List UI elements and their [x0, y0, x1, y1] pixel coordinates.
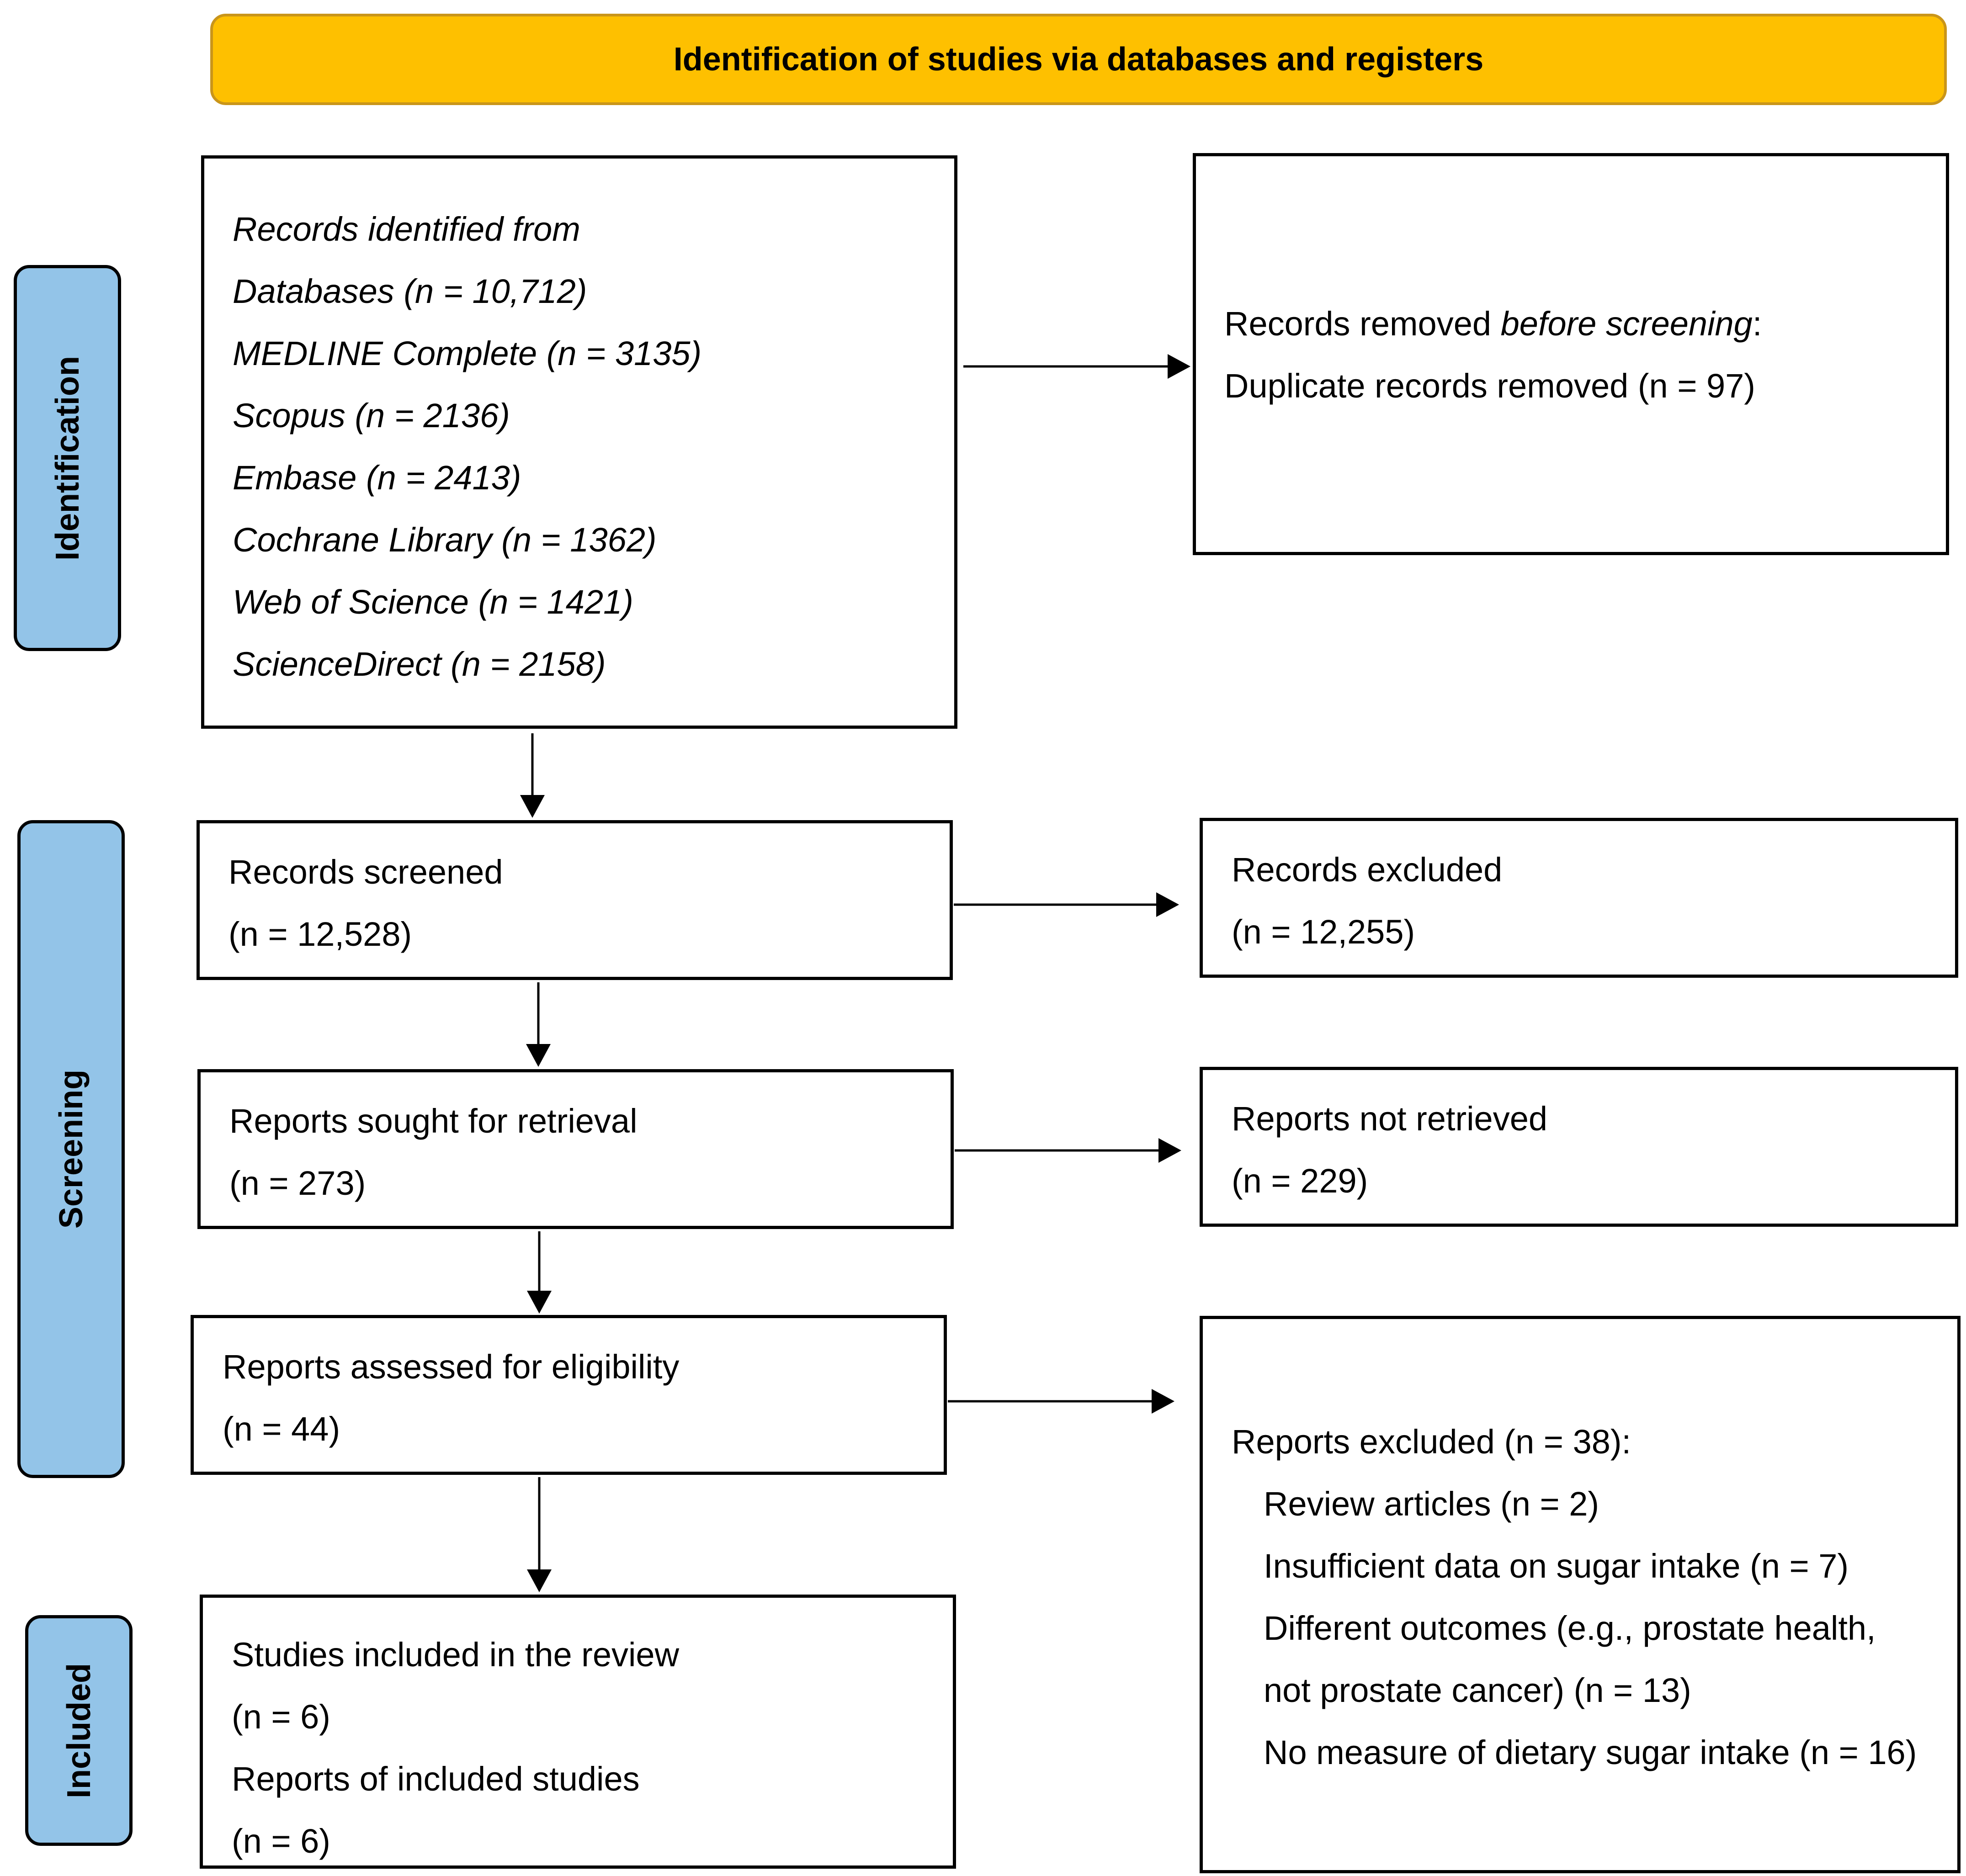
- exclusion-reason: Review articles (n = 2): [1264, 1485, 1599, 1523]
- records-screened-label: Records screened: [228, 853, 503, 891]
- reports-sought-box: Reports sought for retrieval (n = 273): [197, 1069, 954, 1229]
- exclusion-reason: No measure of dietary sugar intake (n = …: [1264, 1733, 1917, 1771]
- studies-included-box: Studies included in the review (n = 6) R…: [200, 1595, 956, 1869]
- records-screened-box: Records screened (n = 12,528): [197, 820, 953, 980]
- reports-assessed-label: Reports assessed for eligibility: [223, 1348, 680, 1386]
- studies-included-label: Studies included in the review: [232, 1636, 680, 1674]
- records-identified-line: MEDLINE Complete (n = 3135): [233, 334, 702, 372]
- records-removed-emphasis: before screening: [1500, 305, 1753, 343]
- records-identified-line: Databases (n = 10,712): [233, 272, 587, 310]
- records-identified-line: Embase (n = 2413): [233, 459, 521, 497]
- reports-not-retrieved-count: (n = 229): [1232, 1162, 1368, 1200]
- records-identified-box: Records identified from Databases (n = 1…: [201, 155, 957, 729]
- arrowhead-down: [520, 795, 545, 818]
- identification-banner: Identification of studies via databases …: [210, 14, 1947, 105]
- phase-screening: Screening: [17, 820, 125, 1478]
- records-identified-line: Scopus (n = 2136): [233, 397, 510, 435]
- reports-assessed-box: Reports assessed for eligibility (n = 44…: [191, 1315, 947, 1475]
- phase-included: Included: [25, 1615, 133, 1846]
- arrowhead-down: [526, 1044, 551, 1067]
- exclusion-reason: Different outcomes (e.g., prostate healt…: [1264, 1609, 1876, 1647]
- reports-not-retrieved-label: Reports not retrieved: [1232, 1100, 1548, 1138]
- reports-excluded-heading: Reports excluded (n = 38):: [1232, 1423, 1631, 1461]
- records-screened-count: (n = 12,528): [228, 915, 412, 953]
- reports-included-count: (n = 6): [232, 1822, 330, 1860]
- arrowhead-down: [527, 1291, 552, 1314]
- records-identified-heading: Records identified from: [233, 210, 580, 248]
- records-removed-box: Records removed before screening: Duplic…: [1193, 153, 1949, 555]
- exclusion-reason: not prostate cancer) (n = 13): [1264, 1671, 1691, 1709]
- exclusion-reason: Insufficient data on sugar intake (n = 7…: [1264, 1547, 1849, 1585]
- records-excluded-box: Records excluded (n = 12,255): [1200, 818, 1958, 978]
- reports-sought-label: Reports sought for retrieval: [229, 1102, 638, 1140]
- records-removed-suffix: :: [1752, 305, 1762, 343]
- studies-included-count: (n = 6): [232, 1698, 330, 1736]
- reports-not-retrieved-box: Reports not retrieved (n = 229): [1200, 1067, 1958, 1227]
- arrowhead-right: [1158, 1138, 1181, 1163]
- reports-sought-count: (n = 273): [229, 1164, 366, 1202]
- records-identified-line: Cochrane Library (n = 1362): [233, 521, 657, 559]
- records-removed-heading: Records removed before screening:: [1224, 307, 1762, 341]
- records-identified-line: Web of Science (n = 1421): [233, 583, 633, 621]
- phase-identification: Identification: [14, 265, 121, 651]
- arrowhead-right: [1152, 1389, 1174, 1414]
- arrowhead-down: [527, 1569, 552, 1592]
- arrowhead-right: [1156, 892, 1179, 917]
- records-identified-line: ScienceDirect (n = 2158): [233, 645, 606, 683]
- reports-included-label: Reports of included studies: [232, 1760, 640, 1798]
- records-excluded-label: Records excluded: [1232, 851, 1503, 889]
- banner-title: Identification of studies via databases …: [673, 41, 1484, 78]
- reports-excluded-box: Reports excluded (n = 38): Review articl…: [1200, 1316, 1961, 1873]
- reports-assessed-count: (n = 44): [223, 1410, 340, 1448]
- records-removed-duplicates: Duplicate records removed (n = 97): [1224, 367, 1755, 405]
- records-excluded-count: (n = 12,255): [1232, 913, 1415, 951]
- arrowhead-right: [1168, 354, 1190, 379]
- records-removed-prefix: Records removed: [1224, 305, 1501, 343]
